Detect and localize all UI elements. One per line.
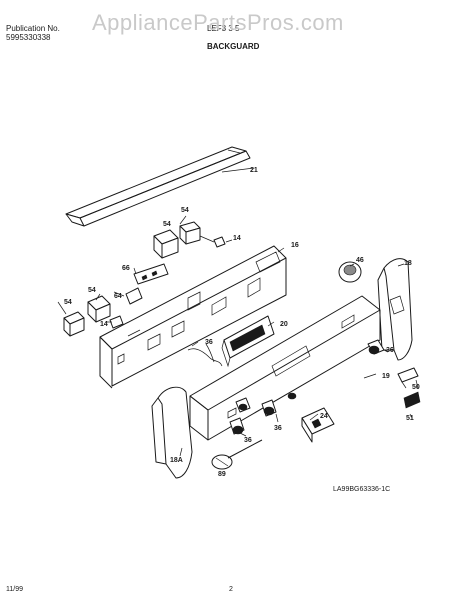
knob-part-36-left — [235, 397, 251, 413]
end-cap-part-18a — [151, 386, 193, 479]
callout-20: 20 — [280, 321, 288, 328]
knob-part-36-right — [367, 339, 385, 355]
strip-part-51 — [403, 391, 421, 409]
callout-14-upper: 14 — [233, 235, 241, 242]
bracket-part-50 — [397, 367, 419, 389]
callout-18: 18 — [404, 260, 412, 267]
switch-part-24 — [301, 407, 335, 443]
switch-part-54-upper — [153, 221, 201, 259]
callout-66: 66 — [122, 265, 130, 272]
section-title: BACKGUARD — [207, 42, 260, 51]
callout-36-right: 36 — [386, 347, 394, 354]
knob-part-36-bottom-a — [229, 417, 245, 435]
knob-part-36-bottom-b — [261, 399, 277, 417]
leader-lines — [57, 167, 419, 457]
backguard-panel-part-16 — [99, 245, 287, 389]
callout-64: 64 — [114, 293, 122, 300]
callout-24: 24 — [320, 413, 328, 420]
end-cap-part-18 — [377, 258, 413, 361]
wiring-harness — [187, 343, 223, 367]
model-code: LEF3 3 5 — [207, 24, 240, 33]
board-part-66 — [133, 263, 169, 285]
callout-89: 89 — [218, 471, 226, 478]
connector-part-14-lower — [109, 315, 124, 329]
clock-timer-part-20 — [221, 315, 275, 368]
callout-51: 51 — [406, 415, 414, 422]
publication-number: 5995330338 — [6, 33, 51, 42]
connector-near-24 — [287, 392, 297, 400]
callout-36-bottom-b: 36 — [274, 425, 282, 432]
callout-16: 16 — [291, 242, 299, 249]
connector-part-14-upper — [199, 235, 226, 248]
callout-54-lower-b: 54 — [64, 299, 72, 306]
top-trim-part-21 — [65, 146, 251, 227]
callout-54-upper-b: 54 — [163, 221, 171, 228]
callout-21: 21 — [250, 167, 258, 174]
switch-part-54-lower — [63, 295, 111, 337]
callout-54-lower-a: 54 — [88, 287, 96, 294]
footer-page-number: 2 — [229, 586, 233, 593]
callout-19: 19 — [382, 373, 390, 380]
watermark: AppliancePartsPros.com — [92, 10, 344, 35]
callout-54-upper: 54 — [181, 207, 189, 214]
publication-label: Publication No. — [6, 24, 60, 33]
callout-36-bottom-a: 36 — [244, 437, 252, 444]
screw-part-89 — [211, 439, 263, 470]
callout-50: 50 — [412, 384, 420, 391]
callout-46: 46 — [356, 257, 364, 264]
knob-part-46 — [338, 261, 362, 283]
diagram-code: LA99BG63336-1C — [333, 486, 391, 493]
bracket-part-64 — [125, 287, 143, 305]
footer-date: 11/99 — [6, 586, 23, 593]
callout-18a: 18A — [170, 457, 183, 464]
callout-36-wiring: 36 — [205, 339, 213, 346]
callout-14-lower: 14 — [100, 321, 108, 328]
